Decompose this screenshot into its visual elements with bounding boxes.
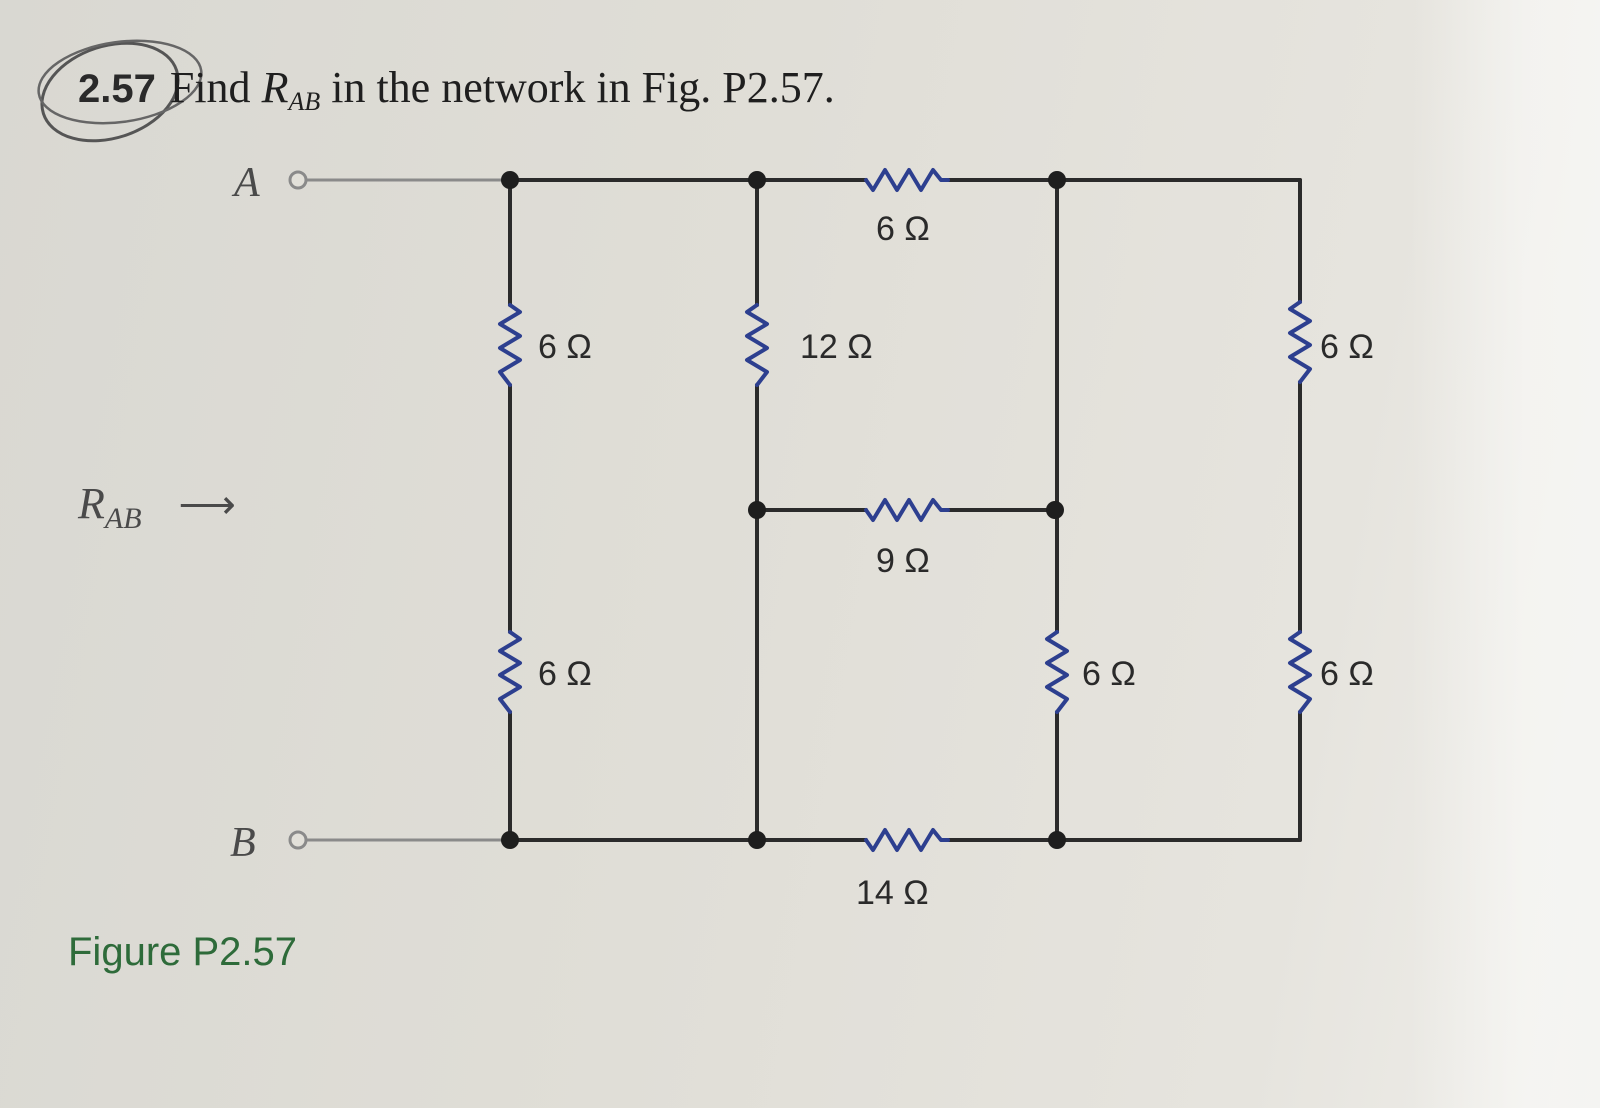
- problem-symbol-sub: AB: [288, 87, 321, 116]
- label-bottom: 14 Ω: [856, 874, 929, 912]
- rab-indicator: RAB ⟶: [78, 478, 236, 536]
- resistor-bottom: [864, 828, 950, 852]
- label-right-top: 6 Ω: [1320, 328, 1374, 366]
- figure-caption: Figure P2.57: [68, 930, 298, 974]
- resistor-right-inner: [1045, 630, 1069, 714]
- problem-statement: 2.57 Find RAB in the network in Fig. P2.5…: [78, 62, 835, 117]
- resistor-right-bottom: [1288, 630, 1312, 714]
- resistor-mid-vertical: [745, 303, 769, 387]
- resistor-left-top: [498, 303, 522, 387]
- node-dot: [1048, 831, 1066, 849]
- problem-text-after: in the network in Fig. P2.57.: [320, 63, 835, 112]
- handwritten-circle-mark: [37, 39, 203, 143]
- rab-arrow-icon: ⟶: [178, 482, 236, 527]
- resistor-mid-horizontal: [864, 498, 950, 522]
- terminal-a-label: A: [231, 160, 260, 206]
- node-dot: [1048, 171, 1066, 189]
- label-right-bottom: 6 Ω: [1320, 655, 1374, 693]
- label-mid-horizontal: 9 Ω: [876, 542, 930, 580]
- problem-symbol: R: [261, 63, 289, 112]
- label-left-bottom: 6 Ω: [538, 655, 592, 693]
- label-right-inner: 6 Ω: [1082, 655, 1136, 693]
- label-left-top: 6 Ω: [538, 328, 592, 366]
- resistor-left-bottom: [498, 630, 522, 714]
- node-dot: [748, 171, 766, 189]
- terminal-b-circle: [288, 830, 308, 850]
- label-top: 6 Ω: [876, 210, 930, 248]
- node-dot: [748, 501, 766, 519]
- node-dot: [501, 831, 519, 849]
- label-mid-vertical: 12 Ω: [800, 328, 873, 366]
- problem-number: 2.57: [78, 67, 156, 111]
- node-dot: [748, 831, 766, 849]
- rab-sub: AB: [104, 502, 142, 535]
- resistor-right-top: [1288, 300, 1312, 384]
- terminal-b-label: B: [230, 820, 256, 866]
- resistor-top: [864, 168, 950, 192]
- node-dot: [1046, 501, 1064, 519]
- node-dot: [501, 171, 519, 189]
- page-edge-shadow: [1410, 0, 1600, 1108]
- problem-text-before: Find: [169, 63, 262, 112]
- terminal-a-circle: [288, 170, 308, 190]
- rab-symbol: R: [78, 479, 105, 528]
